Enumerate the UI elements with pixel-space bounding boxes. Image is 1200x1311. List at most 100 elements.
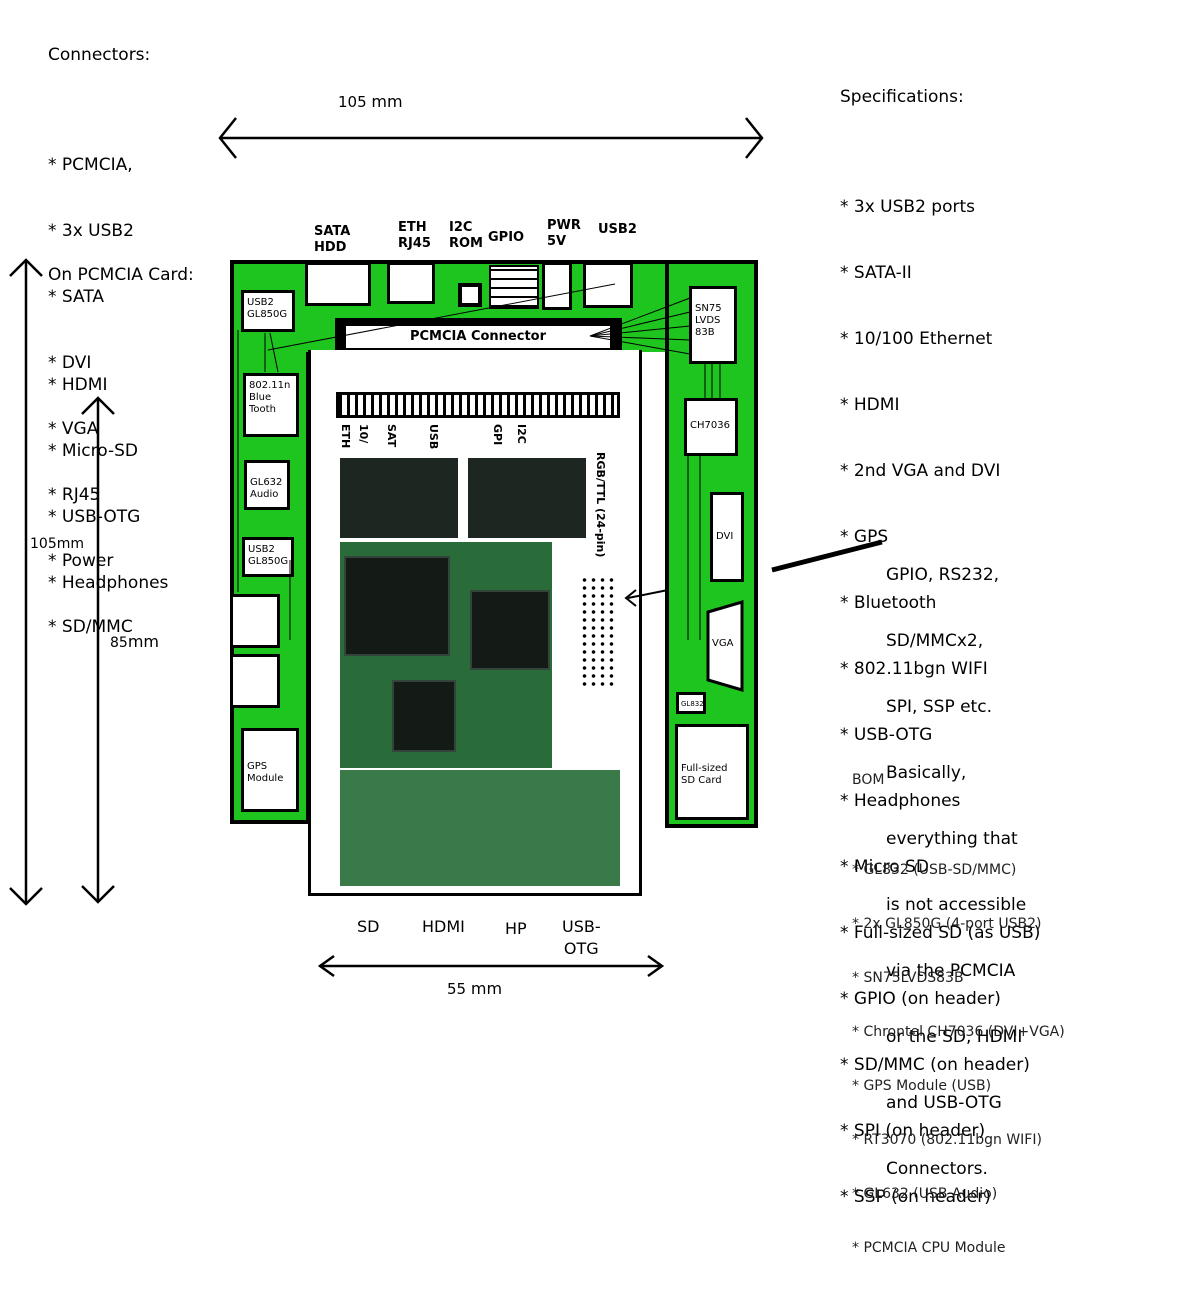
note-line: Basically,	[886, 763, 967, 783]
card-header-strip	[336, 392, 620, 418]
dim-number: 55	[447, 980, 467, 998]
vga-port-shape	[706, 600, 744, 692]
dim-unit: mm	[371, 92, 403, 111]
vga-port: VGA	[706, 600, 744, 692]
list-item: * 3x USB2 ports	[840, 197, 976, 217]
usb-port-1	[230, 594, 280, 648]
gps-module: GPS Module	[241, 728, 299, 812]
list-item: * GPS Module (USB)	[852, 1078, 992, 1094]
usb2-port	[583, 262, 633, 308]
connectors-block: Connectors: * PCMCIA, * 3x USB2 * SATA *…	[48, 0, 150, 704]
bom-list: * GL832 (USB-SD/MMC) * 2x GL850G (4-port…	[852, 825, 1065, 1293]
bottom-port-hp: HP	[505, 919, 527, 938]
ram-chip	[470, 590, 550, 670]
note-line: SPI, SSP etc.	[886, 697, 992, 717]
vga-label: VGA	[712, 638, 734, 649]
list-item: * Headphones	[840, 791, 961, 811]
list-item: * PCMCIA CPU Module	[852, 1240, 1006, 1256]
note-line: is not accessible	[886, 895, 1027, 915]
note-line: SD/MMCx2,	[886, 631, 984, 651]
bom-block: BOM * GL832 (USB-SD/MMC) * 2x GL850G (4-…	[852, 735, 1065, 1311]
list-item: * VGA	[48, 419, 99, 439]
list-item: * Bluetooth	[840, 593, 937, 613]
pwr-label: PWR 5V	[547, 218, 581, 249]
list-item: * Full-sized SD (as USB)	[840, 923, 1041, 943]
list-item: * USB-OTG	[840, 725, 933, 745]
top-dimension-label: 105 mm	[338, 92, 403, 111]
note-line: everything that	[886, 829, 1018, 849]
pcmcia-card-block: On PCMCIA Card: * HDMI * Micro-SD * USB-…	[48, 220, 194, 660]
card-label-10: 10/	[357, 424, 370, 444]
cpu-chip	[344, 556, 450, 656]
bottom-port-hdmi: HDMI	[422, 917, 465, 936]
list-item: * 2x GL850G (4-port USB2)	[852, 916, 1042, 932]
pcmcia-card-title: On PCMCIA Card:	[48, 265, 194, 285]
arrowhead-down	[81, 885, 115, 904]
list-item: * Micro-SD	[48, 441, 138, 461]
wifi-bluetooth-module: 802.11n Blue Tooth	[243, 373, 299, 437]
note-line: GPIO, RS232,	[886, 565, 1000, 585]
list-item: * Power	[48, 551, 114, 571]
card-label-usb: USB	[427, 424, 440, 450]
arrowhead-left	[218, 117, 237, 159]
list-item: * RT3070 (802.11bgn WIFI)	[852, 1132, 1042, 1148]
list-item: * GPIO (on header)	[840, 989, 1001, 1009]
dim-unit: mm	[470, 979, 503, 998]
eth-label: ETH RJ45	[398, 220, 431, 251]
arrowhead-down	[9, 887, 43, 906]
list-item: * GL632 (USB Audio)	[852, 1186, 998, 1202]
usb2-label: USB2	[598, 222, 637, 237]
full-sized-sd-card-slot: Full-sized SD Card	[675, 724, 749, 820]
expansion-header	[580, 576, 616, 688]
arrowhead-up	[9, 258, 43, 277]
card-label-gpio: GPI	[491, 424, 504, 446]
usb-port-2	[230, 654, 280, 708]
pwr-port	[542, 262, 572, 310]
i2c-label: I2C ROM	[449, 220, 483, 251]
usb2-gl850g-bottom: USB2 GL850G	[242, 537, 294, 577]
bottom-port-usb-otg: USB- OTG	[562, 917, 601, 958]
connectors-title: Connectors:	[48, 45, 151, 65]
list-item: * 3x USB2	[48, 221, 134, 241]
dim-number: 105	[338, 93, 367, 111]
list-item: * RJ45	[48, 485, 101, 505]
list-item: * SN75LVDS83B	[852, 970, 964, 986]
list-item: * GL832 (USB-SD/MMC)	[852, 862, 1017, 878]
left-inner-dimension-label: 85mm	[110, 632, 159, 651]
gpio-header	[489, 265, 539, 309]
dim-number: 85	[110, 635, 128, 651]
list-item: * DVI	[48, 353, 92, 373]
list-item: * PCMCIA,	[48, 155, 133, 175]
pcb-photo-bottom	[340, 770, 620, 886]
arrowhead-right	[647, 954, 665, 978]
gpio-label: GPIO	[488, 230, 525, 245]
note-line: via the PCMCIA	[886, 961, 1016, 981]
i2c-rom-chip	[458, 283, 482, 307]
arrowhead-left	[317, 954, 335, 978]
eth-port	[387, 262, 435, 304]
specifications-title: Specifications:	[840, 87, 964, 107]
rgb-ttl-label: RGB/TTL (24-pin)	[594, 452, 607, 558]
list-item: * 802.11bgn WIFI	[840, 659, 988, 679]
list-item: * Chrontel CH7036 (DVI+VGA)	[852, 1024, 1065, 1040]
left-outer-dimension-label: 105mm	[30, 536, 84, 552]
connectors-list: * PCMCIA, * 3x USB2 * SATA * DVI * VGA *…	[48, 110, 150, 682]
pcmcia-card-list: * HDMI * Micro-SD * USB-OTG * Headphones	[48, 330, 194, 638]
pcb-photo-chip-right	[468, 458, 586, 538]
list-item: * HDMI	[840, 395, 900, 415]
card-label-eth: ETH	[339, 424, 352, 449]
list-item: * Micro SD	[840, 857, 929, 877]
bottom-dimension-label: 55 mm	[447, 979, 502, 998]
memory-chip	[392, 680, 456, 752]
arrowhead-right	[745, 117, 764, 159]
card-label-i2c: I2C	[515, 424, 528, 444]
pcb-photo-chip-left	[340, 458, 458, 538]
gl632-audio: GL632 Audio	[244, 460, 290, 510]
card-label-sata: SAT	[385, 424, 398, 448]
list-item: * Headphones	[48, 573, 169, 593]
list-item: * HDMI	[48, 375, 108, 395]
dim-unit: mm	[127, 632, 159, 651]
bottom-port-sd: SD	[357, 917, 380, 936]
list-item: * SATA-II	[840, 263, 912, 283]
list-item: * SATA	[48, 287, 105, 307]
